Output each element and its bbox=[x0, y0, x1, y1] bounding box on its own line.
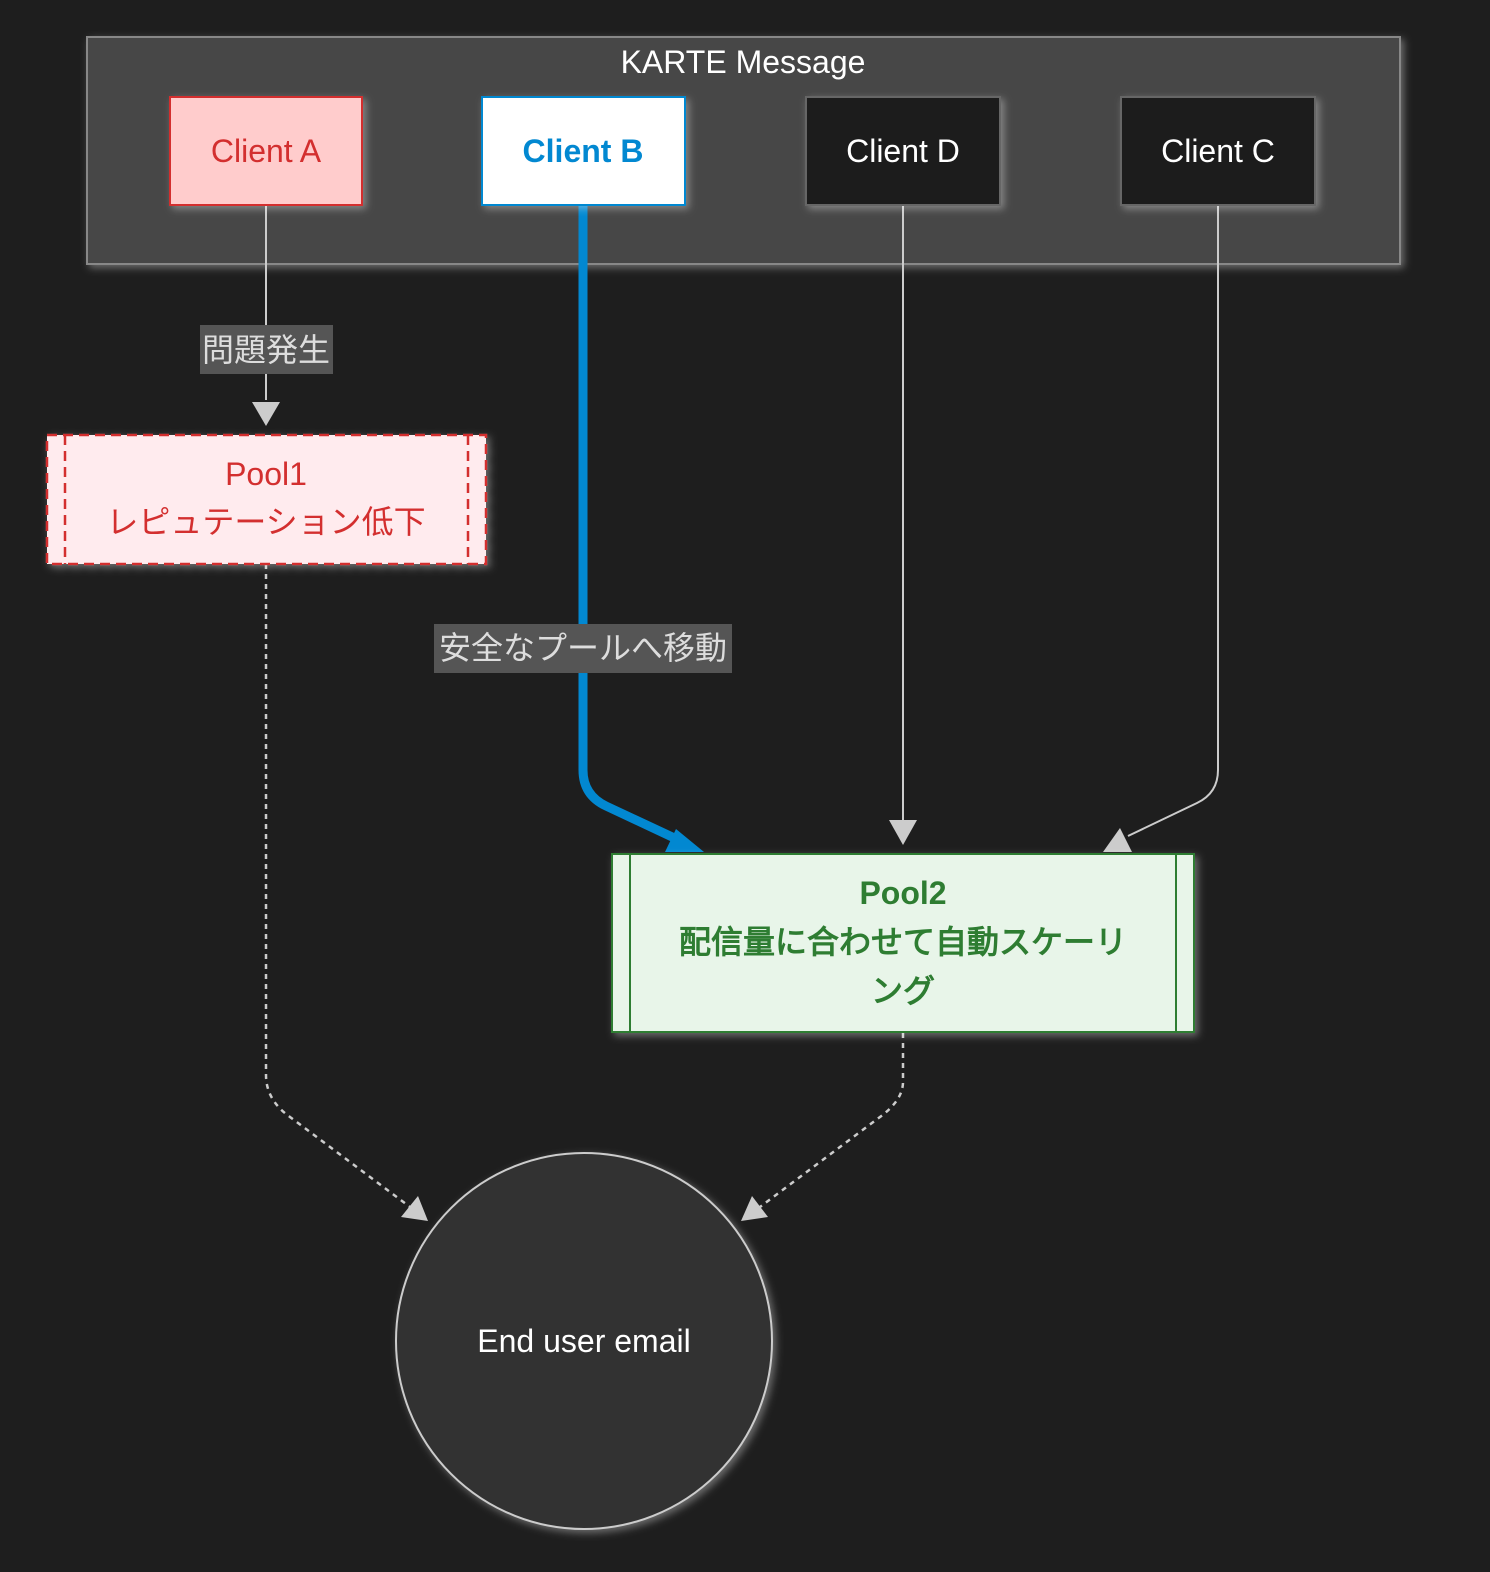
node-pool1[interactable]: Pool1 レピュテーション低下 bbox=[45, 433, 488, 566]
node-box bbox=[169, 96, 363, 206]
edge-line bbox=[264, 564, 411, 1208]
arrowhead-icon bbox=[401, 1196, 428, 1221]
arrowhead-icon bbox=[1103, 828, 1132, 852]
edge-label-bg bbox=[434, 624, 732, 673]
edge-client-d-to-pool2[interactable] bbox=[889, 205, 917, 845]
node-end-user-email[interactable]: End user email bbox=[395, 1152, 773, 1530]
node-title-pool1: Pool1 bbox=[225, 456, 307, 492]
edge-line bbox=[578, 205, 687, 848]
node-box bbox=[1120, 96, 1316, 206]
node-label-client-d: Client D bbox=[846, 133, 960, 169]
node-client-b[interactable]: Client B bbox=[481, 96, 686, 206]
arrowhead-icon bbox=[741, 1196, 768, 1221]
edge-pool1-to-end-user[interactable] bbox=[264, 564, 428, 1221]
node-box bbox=[45, 433, 488, 566]
node-title-pool2: Pool2 bbox=[859, 875, 946, 911]
edge-client-a-to-pool1[interactable]: 問題発生 bbox=[200, 205, 333, 426]
edge-client-c-to-pool2[interactable] bbox=[1103, 205, 1219, 852]
node-box bbox=[611, 853, 1195, 1033]
node-line1-pool2: 配信量に合わせて自動スケーリ bbox=[679, 924, 1127, 960]
node-label-client-a: Client A bbox=[211, 133, 322, 169]
node-label-end-user-email: End user email bbox=[477, 1323, 690, 1359]
node-pool2[interactable]: Pool2 配信量に合わせて自動スケーリ ング bbox=[611, 853, 1195, 1033]
node-circle bbox=[395, 1152, 773, 1530]
subgraph-title: KARTE Message bbox=[621, 44, 866, 80]
node-line2-pool2: ング bbox=[871, 973, 935, 1009]
node-label-client-b: Client B bbox=[523, 133, 644, 169]
edge-line bbox=[759, 1033, 905, 1208]
node-subtitle-pool1: レピュテーション低下 bbox=[106, 504, 425, 540]
edge-line bbox=[1127, 205, 1219, 837]
node-client-d[interactable]: Client D bbox=[805, 96, 1001, 206]
arrowhead-icon bbox=[665, 829, 704, 852]
arrowhead-icon bbox=[889, 820, 917, 845]
edge-label-bg bbox=[200, 325, 333, 374]
node-label-client-c: Client C bbox=[1161, 133, 1275, 169]
arrowhead-icon bbox=[252, 402, 280, 426]
edge-label-move-safe-pool: 安全なプールへ移動 bbox=[439, 630, 727, 666]
node-box bbox=[481, 96, 686, 206]
node-client-c[interactable]: Client C bbox=[1120, 96, 1316, 206]
edge-pool2-to-end-user[interactable] bbox=[741, 1033, 905, 1221]
edges: 問題発生 安全なプールへ移動 bbox=[200, 205, 1219, 1221]
node-client-a[interactable]: Client A bbox=[169, 96, 363, 206]
edge-client-b-to-pool2[interactable]: 安全なプールへ移動 bbox=[434, 205, 732, 852]
edge-label-problem: 問題発生 bbox=[202, 332, 330, 368]
node-box bbox=[805, 96, 1001, 206]
